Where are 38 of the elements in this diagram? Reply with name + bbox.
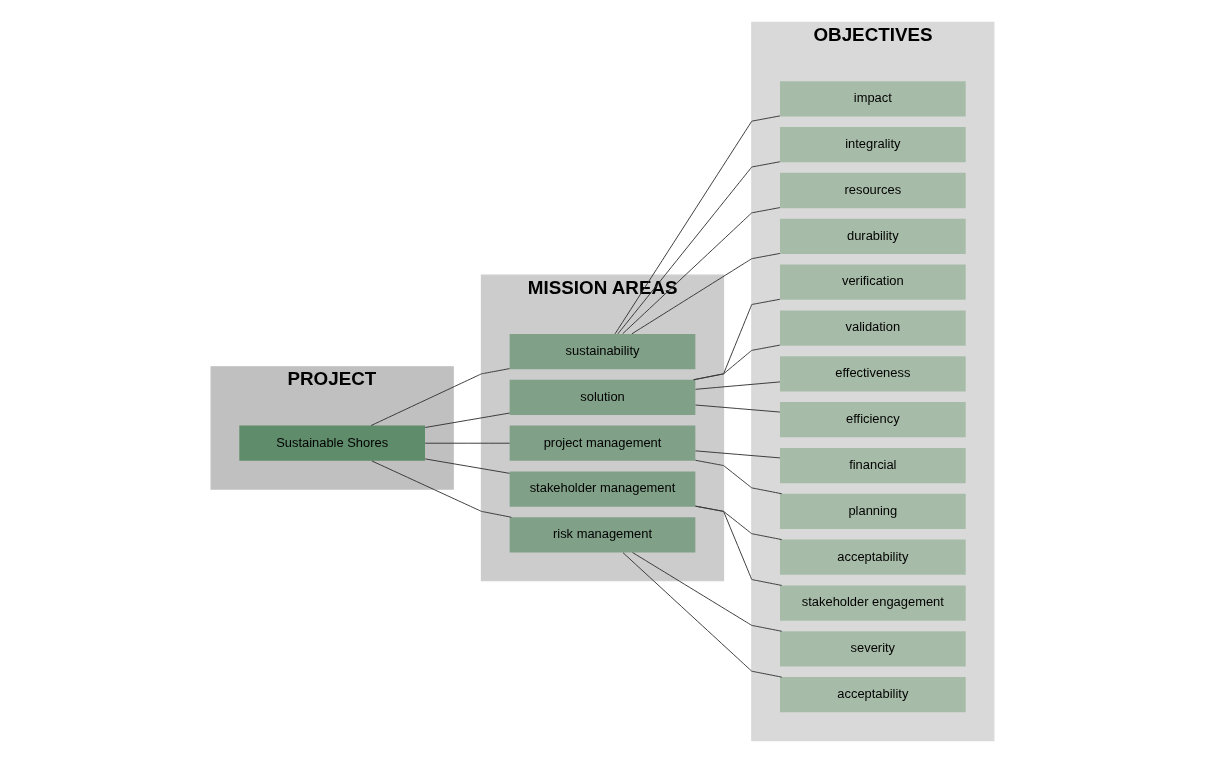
connector	[622, 207, 781, 335]
connector	[617, 161, 781, 335]
connector	[424, 458, 511, 474]
connector	[631, 252, 781, 335]
node-box: planning	[780, 493, 966, 529]
node-box: integrality	[780, 127, 966, 163]
connector	[693, 298, 781, 381]
node-box: acceptability	[780, 677, 966, 713]
connector	[695, 404, 781, 413]
node-box: acceptability	[780, 539, 966, 575]
node-box: solution	[509, 379, 696, 415]
connector	[614, 115, 781, 335]
node-box: sustainability	[509, 333, 696, 370]
connector	[622, 552, 783, 678]
node-box: impact	[780, 81, 966, 117]
node-box: validation	[780, 310, 966, 346]
connector	[371, 460, 512, 518]
node-box: durability	[780, 218, 966, 254]
connector	[632, 552, 783, 632]
node-box: stakeholder management	[509, 471, 696, 507]
connector	[695, 450, 781, 459]
node-box: resources	[780, 172, 966, 209]
node-box: efficiency	[780, 402, 966, 438]
node-box: verification	[780, 264, 966, 300]
node-box: financial	[780, 447, 966, 484]
connector	[695, 505, 783, 586]
connector	[370, 368, 510, 426]
connector	[693, 344, 781, 381]
node-box: severity	[780, 631, 966, 667]
connector	[424, 442, 511, 444]
connector	[695, 381, 781, 390]
node-box: effectiveness	[780, 356, 966, 392]
node-box: risk management	[509, 517, 696, 553]
node-box: stakeholder engagement	[780, 585, 966, 621]
node-box: Sustainable Shores	[239, 425, 425, 461]
connector	[695, 459, 783, 495]
connector	[424, 412, 511, 428]
node-box: project management	[509, 425, 696, 461]
